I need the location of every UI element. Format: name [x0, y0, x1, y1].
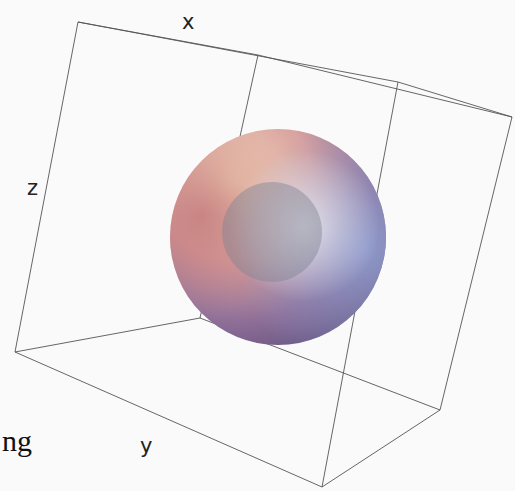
inner-sphere [222, 182, 322, 282]
axis-label: x [182, 12, 194, 33]
bounding-box [15, 22, 512, 487]
cut-text: ng [2, 426, 32, 456]
axis-label: y [140, 436, 152, 457]
sphere [170, 129, 386, 345]
axis-label: z [27, 178, 38, 199]
